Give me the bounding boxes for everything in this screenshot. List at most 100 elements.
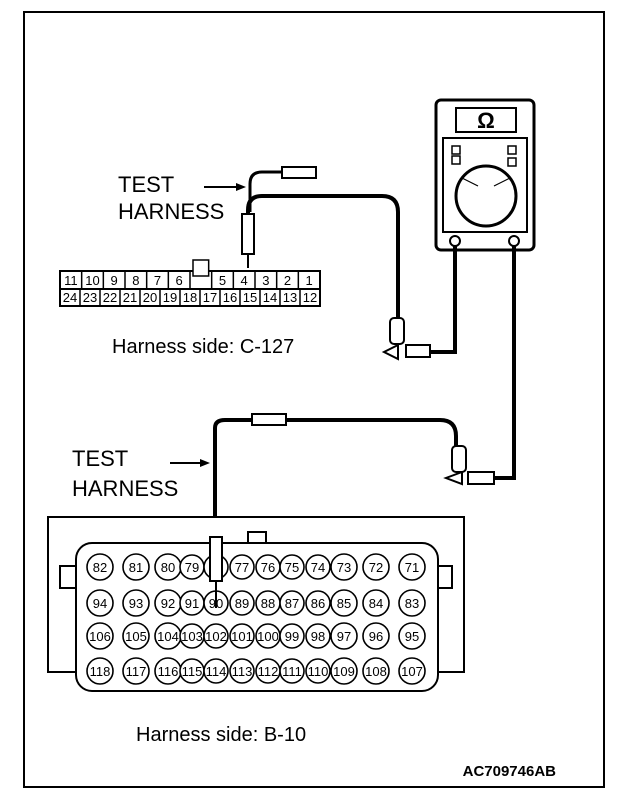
b10-pin (122, 589, 150, 617)
b10-pin-label: 71 (405, 560, 419, 575)
b10-pin-label: 99 (285, 629, 299, 644)
b10-pin (330, 622, 358, 650)
c127-pin-label: 24 (63, 290, 77, 305)
b10-pin (305, 623, 331, 649)
meter-display (455, 107, 517, 133)
test-harness-wire-lower (213, 418, 458, 540)
b10-pin (362, 622, 390, 650)
b10-pin (279, 658, 305, 684)
b10-pin-label: 74 (311, 560, 325, 575)
selector-dial (454, 164, 518, 228)
c127-pin-label: 11 (64, 273, 78, 288)
c127-pin-label: 19 (163, 290, 177, 305)
c127-pin-label: 3 (262, 273, 269, 288)
b10-pin (305, 590, 331, 616)
test-probe-lower (443, 445, 495, 486)
c127-pin-label: 20 (143, 290, 157, 305)
b10-pin-label: 92 (161, 596, 175, 611)
b10-pin (86, 657, 114, 685)
c127-pin-label: 1 (306, 273, 313, 288)
b10-pin (279, 623, 305, 649)
c127-pin-label: 9 (111, 273, 118, 288)
c127-pin-label: 4 (241, 273, 248, 288)
harness-plug-lower (251, 413, 287, 426)
b10-pin (279, 554, 305, 580)
range-indicator-icon (451, 145, 461, 155)
c127-pin-label: 18 (183, 290, 197, 305)
b10-pin (330, 553, 358, 581)
b10-pin-label: 72 (369, 560, 383, 575)
b10-pin-label: 108 (365, 664, 387, 679)
b10-pin-label: 81 (129, 560, 143, 575)
c127-pin-label: 16 (223, 290, 237, 305)
b10-pin-label: 77 (235, 560, 249, 575)
b10-pin (229, 554, 255, 580)
meter-lead-red (492, 246, 516, 480)
b10-pin-label: 100 (257, 629, 279, 644)
connector-b10: 8281807978777675747372719493929190898887… (47, 516, 465, 692)
b10-pin (398, 589, 426, 617)
test-probe-upper (381, 317, 431, 361)
b10-pin (203, 658, 229, 684)
ohm-symbol: Ω (477, 108, 495, 133)
b10-pin-label: 105 (125, 629, 147, 644)
b10-pin-label: 95 (405, 629, 419, 644)
b10-pin-label: 103 (181, 629, 203, 644)
b10-pin (330, 589, 358, 617)
meter-jack-com (449, 235, 461, 247)
b10-pin-label: 93 (129, 596, 143, 611)
b10-pin-label: 83 (405, 596, 419, 611)
b10-pin (203, 623, 229, 649)
b10-pin-label: 97 (337, 629, 351, 644)
b10-pin-label: 104 (157, 629, 179, 644)
harness-pin-upper (241, 213, 255, 255)
b10-pin-label: 106 (89, 629, 111, 644)
b10-pin-label: 79 (185, 560, 199, 575)
c127-pin-label: 8 (132, 273, 139, 288)
b10-pin (122, 657, 150, 685)
b10-pin-label: 80 (161, 560, 175, 575)
b10-pin-label: 76 (261, 560, 275, 575)
range-indicator-icon (507, 145, 517, 155)
connector-c127-caption: Harness side: C-127 (112, 336, 294, 358)
b10-pin-label: 91 (185, 596, 199, 611)
b10-pin-label: 87 (285, 596, 299, 611)
b10-pin (279, 590, 305, 616)
b10-pin (330, 657, 358, 685)
b10-pin (122, 622, 150, 650)
c127-pin-label: 12 (303, 290, 317, 305)
connector-key-icon (192, 259, 210, 277)
c127-pin-label: 23 (83, 290, 97, 305)
figure-frame (23, 11, 605, 788)
b10-pin (398, 657, 426, 685)
b10-pin-label: 110 (308, 664, 329, 679)
c127-pin-label: 15 (243, 290, 257, 305)
b10-pin (305, 554, 331, 580)
b10-pin-label: 114 (206, 664, 227, 679)
b10-pin-label: 111 (282, 664, 302, 679)
figure-code: AC709746AB (463, 763, 557, 780)
b10-pin (122, 553, 150, 581)
connector-b10-caption: Harness side: B-10 (136, 724, 306, 746)
harness-pin-lower (209, 536, 223, 582)
test-harness-label-lower-line2: HARNESS (72, 476, 178, 501)
b10-pin-label: 96 (369, 629, 383, 644)
c127-pin-label: 10 (85, 273, 99, 288)
b10-pin (86, 622, 114, 650)
b10-pin (398, 622, 426, 650)
b10-pin-label: 88 (261, 596, 275, 611)
c127-pin-label: 22 (103, 290, 117, 305)
test-harness-label-upper-line2: HARNESS (118, 199, 224, 224)
b10-pin (362, 589, 390, 617)
b10-pin (229, 658, 255, 684)
b10-pin (86, 553, 114, 581)
meter-panel (442, 137, 528, 233)
b10-pin (398, 553, 426, 581)
b10-pin-label: 109 (333, 664, 355, 679)
b10-pin-label: 82 (93, 560, 107, 575)
test-harness-label-lower-line1: TEST (72, 446, 128, 471)
b10-pin (362, 657, 390, 685)
c127-pin-label: 14 (263, 290, 277, 305)
